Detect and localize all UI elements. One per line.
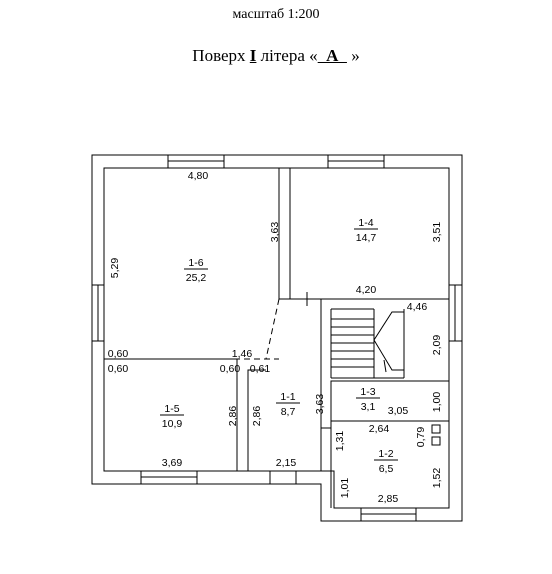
dim-264: 2,64 [369,423,390,435]
dim-146: 1,46 [232,348,253,360]
dim-351: 3,51 [431,222,443,243]
dim-215: 2,15 [276,457,297,469]
dim-480: 4,80 [188,170,209,182]
scale-label: масштаб 1:200 [232,7,320,22]
dim-060c: 0,60 [220,363,241,375]
dim-061: 0,61 [250,363,271,375]
room-1-6-id: 1-6 [188,257,203,269]
dim-060b: 0,60 [108,363,129,375]
floor-number: I [249,46,257,65]
litera-value: А [317,46,347,65]
room-1-4-area: 14,7 [356,232,377,244]
room-1-5-area: 10,9 [162,418,183,430]
utility-box-2 [431,436,441,446]
dim-100: 1,00 [431,392,443,413]
dim-101: 1,01 [339,478,351,499]
litera-close: » [351,46,360,65]
litera-label: літера « [260,46,318,65]
room-1-6-walls [104,167,280,299]
dim-529: 5,29 [109,258,121,279]
dim-420: 4,20 [356,284,377,296]
utility-box-1 [431,424,441,434]
windows [91,154,463,522]
dim-369: 3,69 [162,457,183,469]
room-1-3-area: 3,1 [361,401,376,413]
room-1-5-id: 1-5 [164,403,179,415]
outer-wall-outline [91,154,463,522]
floor-title: Поверх I літера « А » [0,46,552,66]
room-1-2-area: 6,5 [379,463,394,475]
floor-prefix: Поверх [192,46,246,65]
dim-060a: 0,60 [108,348,129,360]
room-1-1-walls [248,427,331,472]
staircase [320,299,405,428]
room-1-1-area: 8,7 [281,406,296,418]
room-1-3-walls [330,380,450,422]
room-1-4-id: 1-4 [358,217,373,229]
dim-152: 1,52 [431,468,443,489]
room-1-6-area: 25,2 [186,272,207,284]
dim-363b: 3,63 [314,394,326,415]
dim-286b: 2,86 [251,406,263,427]
dim-446: 4,46 [407,301,428,313]
room-1-2-id: 1-2 [378,448,393,460]
room-1-5-walls [104,358,238,471]
dim-305: 3,05 [388,405,409,417]
room-1-1-id: 1-1 [280,391,295,403]
dim-079: 0,79 [415,427,427,448]
dim-285: 2,85 [378,493,399,505]
room-1-3-id: 1-3 [360,386,375,398]
dim-286a: 2,86 [227,406,239,427]
dim-131: 1,31 [334,431,346,452]
dim-209: 2,09 [431,335,443,356]
dim-363a: 3,63 [269,222,281,243]
